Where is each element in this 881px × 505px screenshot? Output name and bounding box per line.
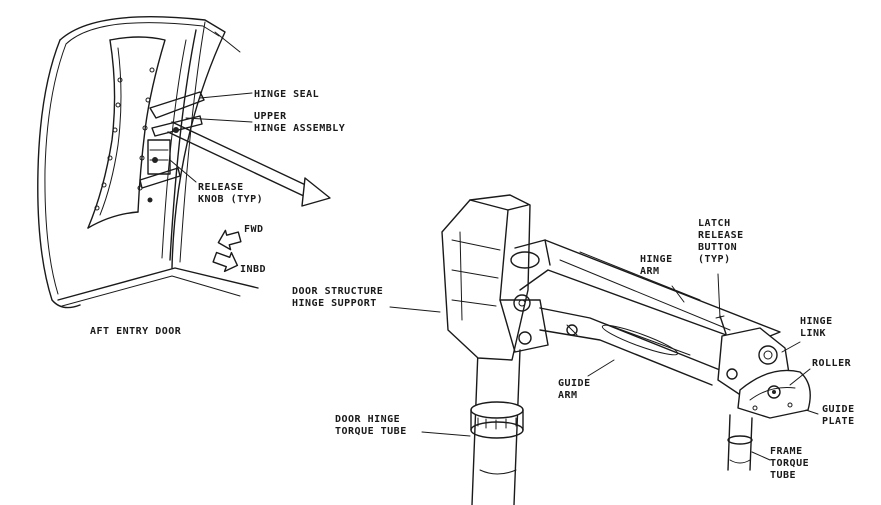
label-frame-torque-tube: FRAME TORQUE TUBE — [770, 446, 816, 481]
label-latch-release-button: LATCH RELEASE BUTTON (TYP) — [698, 218, 750, 265]
frame-torque-tube-drawing — [727, 414, 753, 471]
label-door-hinge-torque-tube: DOOR HINGE TORQUE TUBE — [335, 414, 407, 437]
guide-plate-drawing — [737, 369, 811, 419]
label-fwd: FWD — [244, 224, 264, 235]
label-guide-plate: GUIDE PLATE — [822, 404, 861, 427]
label-hinge-arm: HINGE ARM — [640, 254, 679, 277]
direction-arrows — [212, 229, 242, 273]
aft-entry-door-drawing — [37, 16, 331, 309]
label-aft-entry-door: AFT ENTRY DOOR — [90, 326, 182, 337]
label-hinge-link: HINGE LINK — [800, 316, 839, 339]
guide-arm-drawing — [539, 307, 721, 386]
door-hinge-torque-tube-drawing — [470, 349, 524, 505]
label-upper-hinge-assembly: UPPER HINGE ASSEMBLY — [254, 111, 345, 134]
label-inbd: INBD — [240, 264, 266, 275]
label-guide-arm: GUIDE ARM — [558, 378, 597, 401]
hinge-detail-drawing — [389, 194, 819, 505]
upper-hinge-drawing — [139, 91, 205, 203]
hinge-support-drawing — [441, 194, 549, 361]
label-door-structure-hinge-support: DOOR STRUCTURE HINGE SUPPORT — [292, 286, 390, 309]
label-hinge-seal: HINGE SEAL — [254, 89, 319, 100]
label-release-knob: RELEASE KNOB (TYP) — [198, 182, 263, 205]
label-roller: ROLLER — [812, 358, 852, 369]
